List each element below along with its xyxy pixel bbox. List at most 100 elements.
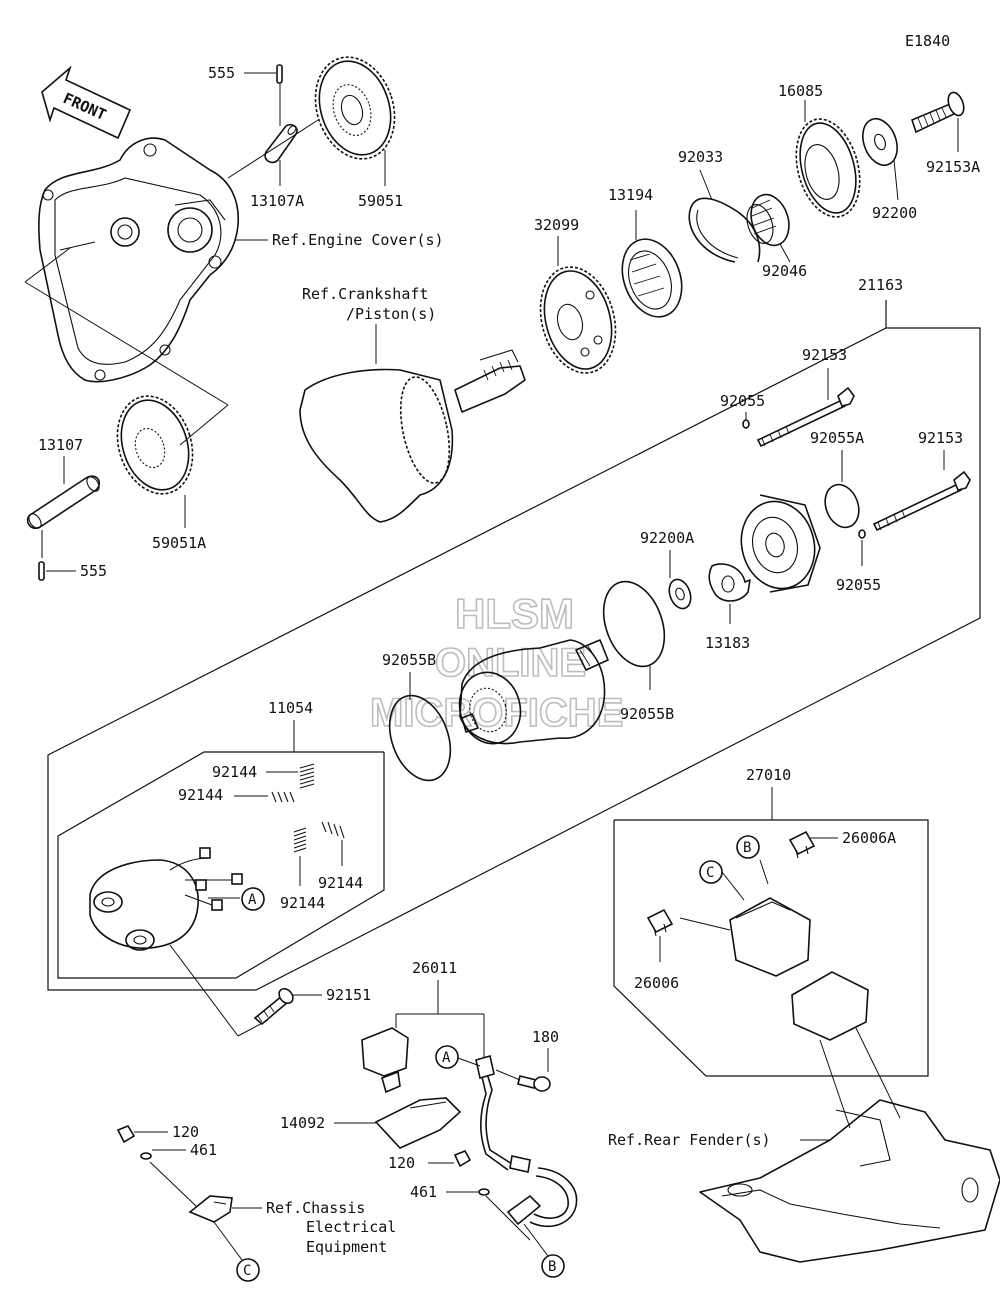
callout-a-1	[241, 887, 265, 911]
label-92055A: 92055A	[810, 429, 864, 447]
watermark-line1: HLSM	[455, 590, 574, 637]
label-21163: 21163	[858, 276, 903, 294]
callout-b-1-label: B	[743, 840, 751, 856]
diagram-code: E1840	[905, 32, 950, 50]
crankshaft	[299, 349, 526, 523]
gear-32099	[539, 266, 617, 374]
label-13107: 13107	[38, 436, 83, 454]
washer-92200	[862, 117, 898, 167]
callout-c-2-label: C	[243, 1263, 251, 1279]
label-13194: 13194	[608, 186, 653, 204]
needle-bearing-92046	[746, 193, 790, 247]
label-92055-b: 92055	[836, 576, 881, 594]
label-92200A: 92200A	[640, 529, 694, 547]
watermark-line2: ONLINE	[435, 641, 586, 685]
label-120-a: 120	[172, 1123, 199, 1141]
label-26006: 26006	[634, 974, 679, 992]
label-26011: 26011	[412, 959, 457, 977]
o-ring-92055B-b	[602, 580, 666, 668]
callout-c-2	[236, 1258, 260, 1282]
ref-chassis-3: Equipment	[306, 1238, 387, 1256]
starter-end-cover	[740, 494, 821, 593]
label-92144-b: 92144	[178, 786, 223, 804]
one-way-clutch-13194	[621, 238, 683, 318]
washer-461-a	[140, 1152, 152, 1160]
callout-b-1	[736, 835, 760, 859]
label-461-a: 461	[190, 1141, 217, 1159]
relay-27010	[729, 897, 869, 1041]
callout-a-1-label: A	[248, 892, 257, 908]
ref-rear-fender: Ref.Rear Fender(s)	[608, 1131, 771, 1149]
label-180: 180	[532, 1028, 559, 1046]
spring-92144-d	[321, 821, 345, 839]
spring-92144-a	[299, 763, 315, 789]
label-16085: 16085	[778, 82, 823, 100]
label-13107A: 13107A	[250, 192, 304, 210]
o-ring-92055-a	[742, 419, 750, 429]
spring-92144-b	[271, 791, 295, 803]
label-26006A: 26006A	[842, 829, 896, 847]
washer-461-b	[478, 1188, 490, 1196]
watermark-line3: MICROFICHE	[370, 691, 623, 735]
ref-chassis-1: Ref.Chassis	[266, 1199, 365, 1217]
label-92200: 92200	[872, 204, 917, 222]
label-27010: 27010	[746, 766, 791, 784]
gear-59051A	[116, 395, 194, 495]
pin-555-bottom	[38, 561, 45, 581]
label-92046: 92046	[762, 262, 807, 280]
label-13183: 13183	[705, 634, 750, 652]
label-92055B-a: 92055B	[382, 651, 436, 669]
label-92144-a: 92144	[212, 763, 257, 781]
brush-holder	[89, 847, 243, 951]
label-92153A: 92153A	[926, 158, 980, 176]
lock-washer-13183	[708, 563, 751, 602]
nut-180	[517, 1075, 551, 1092]
starter-cable	[475, 1054, 578, 1228]
screw-92151	[253, 987, 294, 1026]
o-ring-92055-b	[858, 529, 866, 539]
pin-555-top	[276, 64, 283, 84]
callout-a-2-label: A	[442, 1050, 451, 1066]
bolt-120-a	[116, 1125, 136, 1144]
label-92033: 92033	[678, 148, 723, 166]
label-92153-a: 92153	[802, 346, 847, 364]
label-120-b: 120	[388, 1154, 415, 1172]
label-555-bottom: 555	[80, 562, 107, 580]
engine-cover	[38, 137, 240, 383]
front-arrow: FRONT	[41, 65, 132, 140]
bolt-92153-a	[756, 386, 855, 448]
cover-14092	[374, 1097, 462, 1149]
label-14092: 14092	[280, 1114, 325, 1132]
o-ring-92055A	[824, 483, 860, 529]
label-59051A: 59051A	[152, 534, 206, 552]
label-92144-d: 92144	[318, 874, 363, 892]
bolt-92153A	[911, 91, 965, 134]
label-11054: 11054	[268, 699, 313, 717]
label-461-b: 461	[410, 1183, 437, 1201]
terminal-boot	[361, 1027, 409, 1094]
label-555-top: 555	[208, 64, 235, 82]
spring-92144-c	[293, 827, 307, 853]
label-32099: 32099	[534, 216, 579, 234]
label-92151: 92151	[326, 986, 371, 1004]
label-92153-b: 92153	[918, 429, 963, 447]
sleeve-13107	[26, 475, 101, 529]
label-59051: 59051	[358, 192, 403, 210]
ref-engine-cover: Ref.Engine Cover(s)	[272, 231, 444, 249]
gear-59051	[314, 56, 396, 160]
callout-b-2-label: B	[548, 1259, 556, 1275]
o-ring-92055B-a	[388, 694, 452, 782]
label-92055-a: 92055	[720, 392, 765, 410]
ref-crankshaft-1: Ref.Crankshaft	[302, 285, 428, 303]
callout-a-2	[435, 1045, 459, 1069]
ref-crankshaft-2: /Piston(s)	[346, 305, 436, 323]
ref-chassis-2: Electrical	[306, 1218, 396, 1236]
watermark: HLSM ONLINE MICROFICHE	[369, 589, 624, 736]
bolt-92153-b	[872, 470, 971, 532]
rear-fender	[699, 1099, 1000, 1263]
starter-motor	[458, 639, 609, 745]
ground-terminal	[188, 1195, 233, 1223]
label-92144-c: 92144	[280, 894, 325, 912]
